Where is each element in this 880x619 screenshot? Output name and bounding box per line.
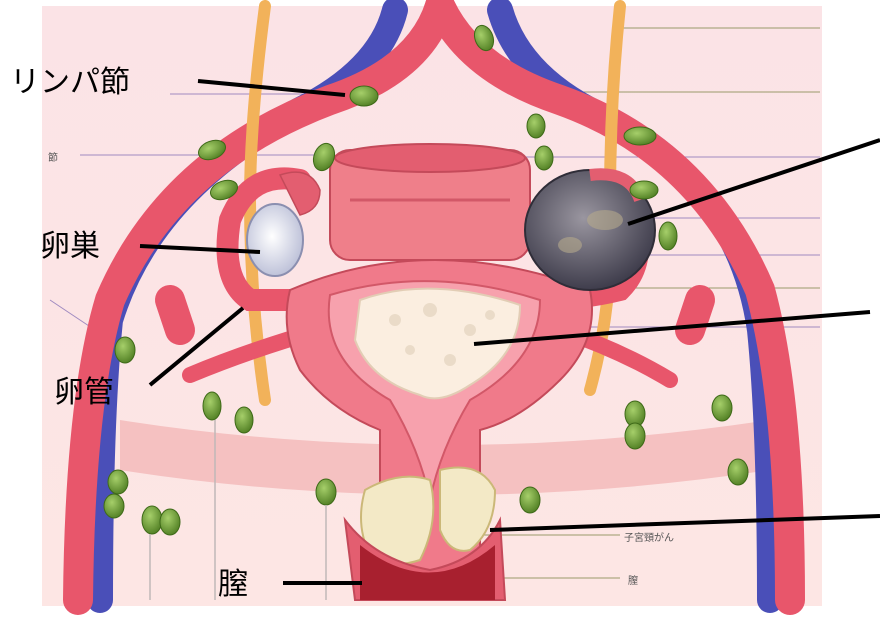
vagina-label: 膣: [218, 570, 248, 600]
faint-lymph-node-label: 節: [48, 149, 58, 164]
rectum: [330, 144, 530, 260]
ovary-label: 卵巣: [40, 232, 100, 262]
faint-cervical-cancer-label: 子宮頸がん: [624, 529, 674, 544]
left-ovary: [247, 204, 303, 276]
lymph-node-label: リンパ節: [10, 68, 130, 98]
fallopian-tube-label: 卵管: [54, 378, 114, 408]
faint-vagina-label: 膣: [628, 572, 638, 587]
